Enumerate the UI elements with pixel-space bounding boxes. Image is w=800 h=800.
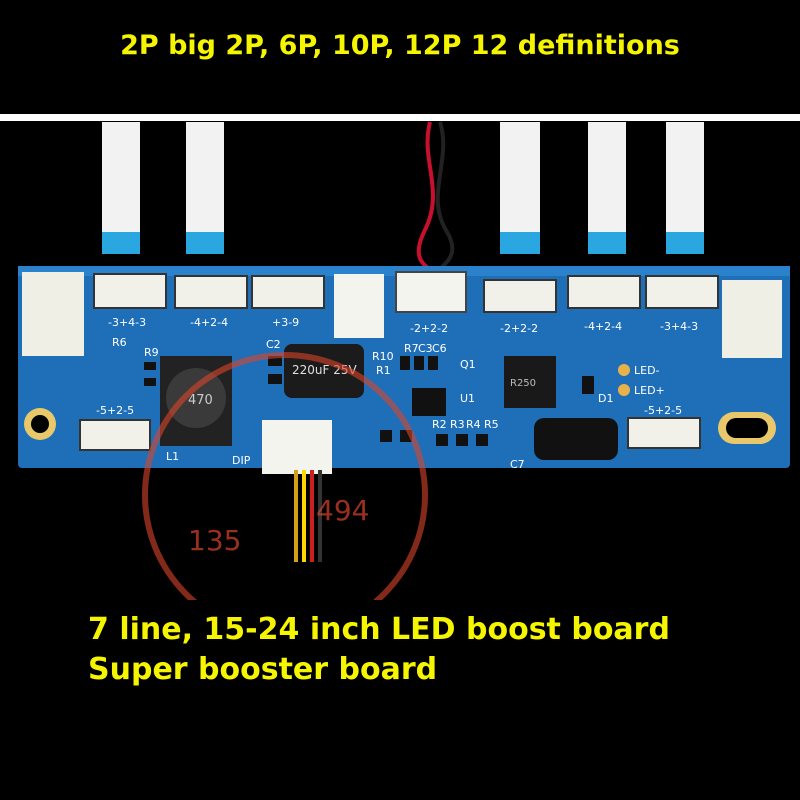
watermark-stamp: 135 494 bbox=[142, 352, 428, 600]
ic-chip bbox=[412, 388, 446, 416]
component-label: R6 bbox=[112, 336, 127, 349]
top-caption: 2P big 2P, 6P, 10P, 12P 12 definitions bbox=[120, 30, 680, 61]
connector-label: -2+2-2 bbox=[500, 322, 538, 335]
component-label: R10 bbox=[372, 350, 394, 363]
connector-label: -3+4-3 bbox=[108, 316, 146, 329]
connector-label: +3-9 bbox=[272, 316, 299, 329]
component-label: DIP bbox=[232, 454, 251, 467]
component-label: C2 bbox=[266, 338, 281, 351]
component-label: R7 bbox=[404, 342, 419, 355]
component-label: C3 bbox=[418, 342, 433, 355]
watermark-text: 135 bbox=[188, 524, 241, 557]
connector-label: -5+2-5 bbox=[644, 404, 682, 417]
mosfet: R250 bbox=[504, 356, 556, 408]
inductor-text: 470 bbox=[188, 393, 213, 408]
component-label: R4 bbox=[466, 418, 481, 431]
component-label: Q1 bbox=[460, 358, 476, 371]
flex-cables bbox=[102, 122, 704, 254]
component-label: R3 bbox=[450, 418, 465, 431]
output-connector bbox=[262, 420, 332, 562]
mosfet-text: R250 bbox=[510, 378, 536, 389]
led-pad bbox=[618, 364, 630, 376]
board-photo: -3+4-3 -4+2-4 +3-9 -2+2-2 -2+2-2 -4+2-4 … bbox=[18, 121, 790, 600]
component-label: U1 bbox=[460, 392, 475, 405]
divider-line bbox=[0, 114, 800, 121]
connector-label: -3+4-3 bbox=[660, 320, 698, 333]
led-label: LED- bbox=[634, 364, 660, 377]
component-label: R1 bbox=[376, 364, 391, 377]
connector-label: -5+2-5 bbox=[96, 404, 134, 417]
component-label: C7 bbox=[510, 458, 525, 471]
bottom-caption-line-2: Super booster board bbox=[88, 652, 438, 687]
connectors bbox=[22, 271, 782, 451]
led-pad bbox=[618, 384, 630, 396]
component-label: L1 bbox=[166, 450, 179, 463]
bottom-caption-line-1: 7 line, 15-24 inch LED boost board bbox=[88, 612, 670, 647]
component-label: C6 bbox=[432, 342, 447, 355]
component-label: D1 bbox=[598, 392, 613, 405]
component-label: R5 bbox=[484, 418, 499, 431]
component-label: R2 bbox=[432, 418, 447, 431]
component-label: R9 bbox=[144, 346, 159, 359]
connector-label: -4+2-4 bbox=[190, 316, 228, 329]
watermark-text: 494 bbox=[316, 494, 369, 527]
led-label: LED+ bbox=[634, 384, 665, 397]
connector-label: -2+2-2 bbox=[410, 322, 448, 335]
connector-label: -4+2-4 bbox=[584, 320, 622, 333]
electrolytic-capacitor bbox=[534, 418, 618, 460]
input-wires-top bbox=[416, 121, 455, 282]
